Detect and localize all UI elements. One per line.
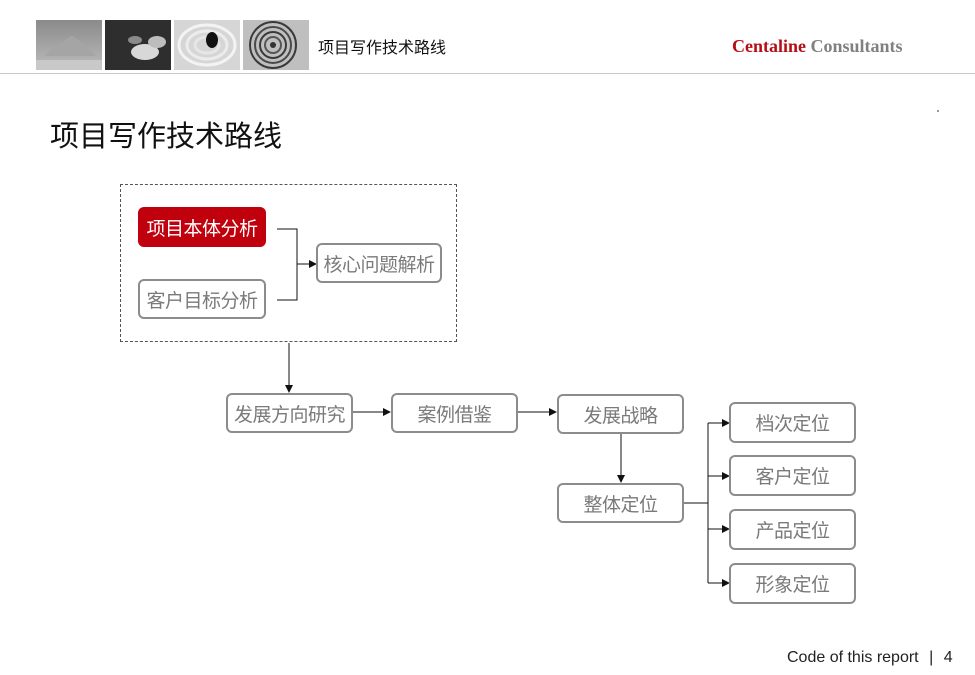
node-grade-positioning: 档次定位	[729, 402, 856, 443]
sand-pile-image	[36, 20, 102, 70]
node-product-positioning: 产品定位	[729, 509, 856, 550]
footer-separator: |	[929, 649, 934, 666]
node-customer-positioning: 客户定位	[729, 455, 856, 496]
brand-primary: Centaline	[732, 36, 806, 56]
analysis-group-frame	[120, 184, 457, 342]
zen-ripple-image	[174, 20, 240, 70]
node-client-analysis: 客户目标分析	[138, 279, 266, 319]
page-title: 项目写作技术路线	[50, 119, 283, 153]
node-strategy: 发展战略	[557, 394, 684, 434]
node-core-issue: 核心问题解析	[316, 243, 442, 283]
brand-logo: Centaline Consultants	[732, 36, 903, 57]
node-case-study: 案例借鉴	[391, 393, 518, 433]
node-overall-positioning: 整体定位	[557, 483, 684, 523]
wood-rings-image	[243, 20, 309, 70]
node-image-positioning: 形象定位	[729, 563, 856, 604]
page-footer: Code of this report | 4	[787, 649, 953, 667]
node-direction-research: 发展方向研究	[226, 393, 353, 433]
header-divider	[0, 73, 975, 74]
header-title: 项目写作技术路线	[318, 38, 447, 57]
connector-project-analysis	[277, 228, 298, 301]
stones-image	[105, 20, 171, 70]
report-code-label: Code of this report	[787, 649, 919, 666]
decorative-dot	[937, 110, 939, 112]
brand-secondary: Consultants	[810, 36, 903, 56]
page-number: 4	[943, 649, 953, 666]
node-project-analysis: 项目本体分析	[138, 207, 266, 247]
